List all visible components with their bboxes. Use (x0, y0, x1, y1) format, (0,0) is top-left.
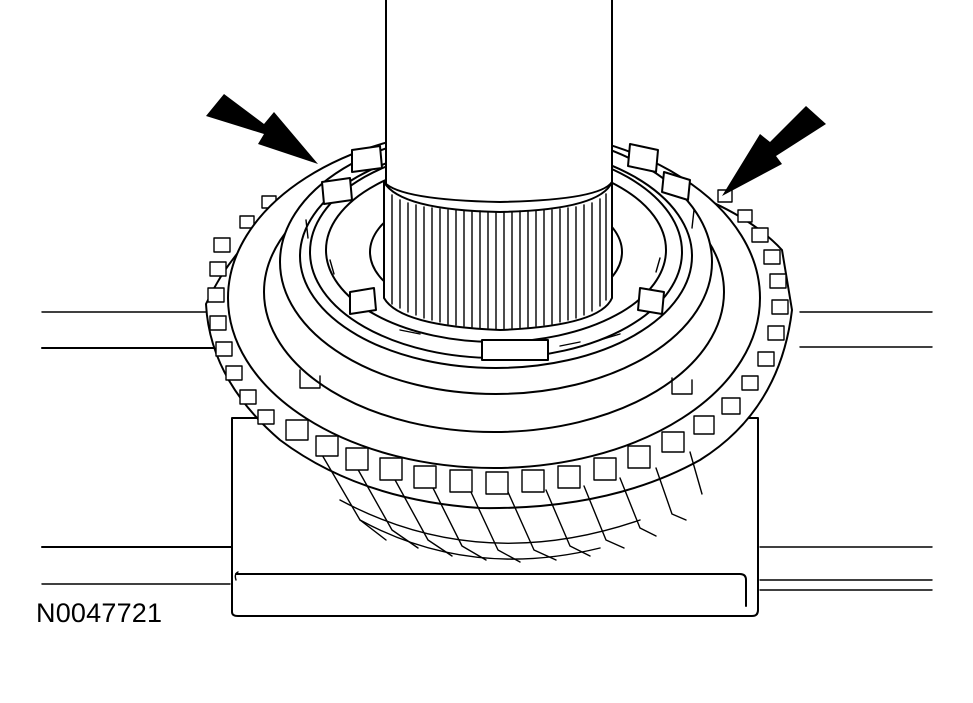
background-lines (41, 311, 933, 591)
shaft (383, 0, 613, 331)
figure-id-label: N0047721 (36, 598, 163, 628)
arrow-right-icon (722, 106, 826, 196)
arrow-left-icon (206, 94, 318, 164)
